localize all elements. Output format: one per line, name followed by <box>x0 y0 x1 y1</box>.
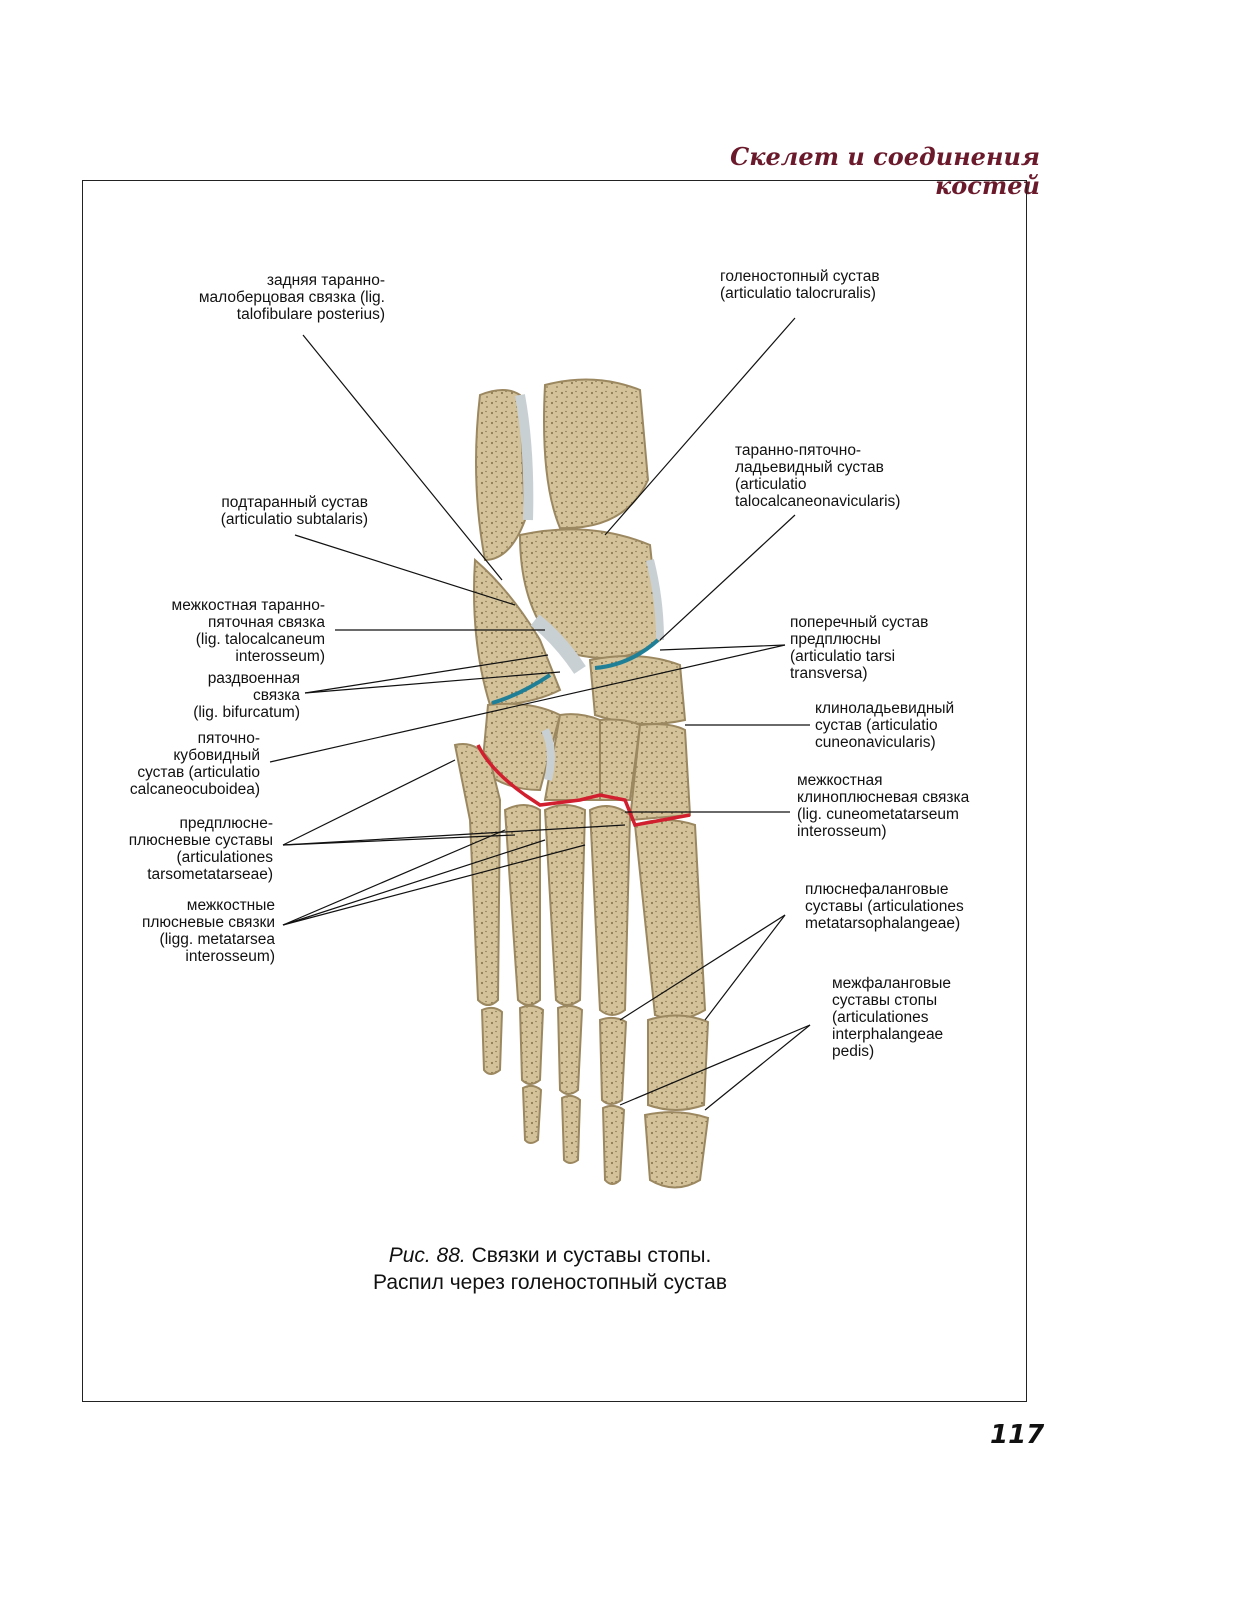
label-posterior-talofibular-ligament: задняя таранно- малоберцовая связка (lig… <box>198 272 385 323</box>
joint-lines <box>476 638 691 827</box>
caption-line-2: Распил через голеностопный сустав <box>373 1271 727 1294</box>
label-talocalcaneonavicular-joint: таранно-пяточно- ладьевидный сустав (art… <box>735 442 901 510</box>
caption-line-1: Рис. 88. Связки и суставы стопы. <box>300 1242 800 1269</box>
figure-number: Рис. 88. <box>388 1244 466 1267</box>
label-cuneonavicular-joint: клиноладьевидный сустав (articulatio cun… <box>815 700 955 751</box>
label-interphalangeal-joints: межфаланговые суставы стопы (articulatio… <box>832 975 951 1060</box>
ligaments <box>515 394 664 781</box>
label-interosseous-metatarsal-ligaments: межкостные плюсневые связки (ligg. metat… <box>141 897 275 965</box>
label-interosseous-cuneometatarsal-ligament: межкостная клиноплюсневая связка (lig. c… <box>797 772 970 840</box>
label-tarsometatarsal-joints: предплюсне- плюсневые суставы (articulat… <box>128 815 273 883</box>
caption-title: Связки и суставы стопы. <box>465 1244 712 1267</box>
label-interosseous-talocalcaneal-ligament: межкостная таранно- пяточная связка (lig… <box>171 597 325 665</box>
label-bifurcate-ligament: раздвоенная связка (lig. bifurcatum) <box>193 670 300 721</box>
label-ankle-joint: голеностопный сустав (articulatio talocr… <box>720 268 880 302</box>
bones <box>453 378 710 1189</box>
section-header: Скелет и соединения костей <box>730 142 1040 200</box>
label-transverse-tarsal-joint: поперечный сустав предплюсны (articulati… <box>790 614 929 682</box>
label-subtalar-joint: подтаранный сустав (articulatio subtalar… <box>220 494 368 528</box>
figure-caption: Рис. 88. Связки и суставы стопы. Распил … <box>300 1242 800 1296</box>
leader-lines <box>269 317 811 1111</box>
label-metatarsophalangeal-joints: плюснефаланговые суставы (articulationes… <box>805 881 964 932</box>
label-calcaneocuboid-joint: пяточно- кубовидный сустав (articulatio … <box>129 730 260 798</box>
figure-frame <box>82 180 1027 1402</box>
page-number: 117 <box>990 1420 1045 1450</box>
